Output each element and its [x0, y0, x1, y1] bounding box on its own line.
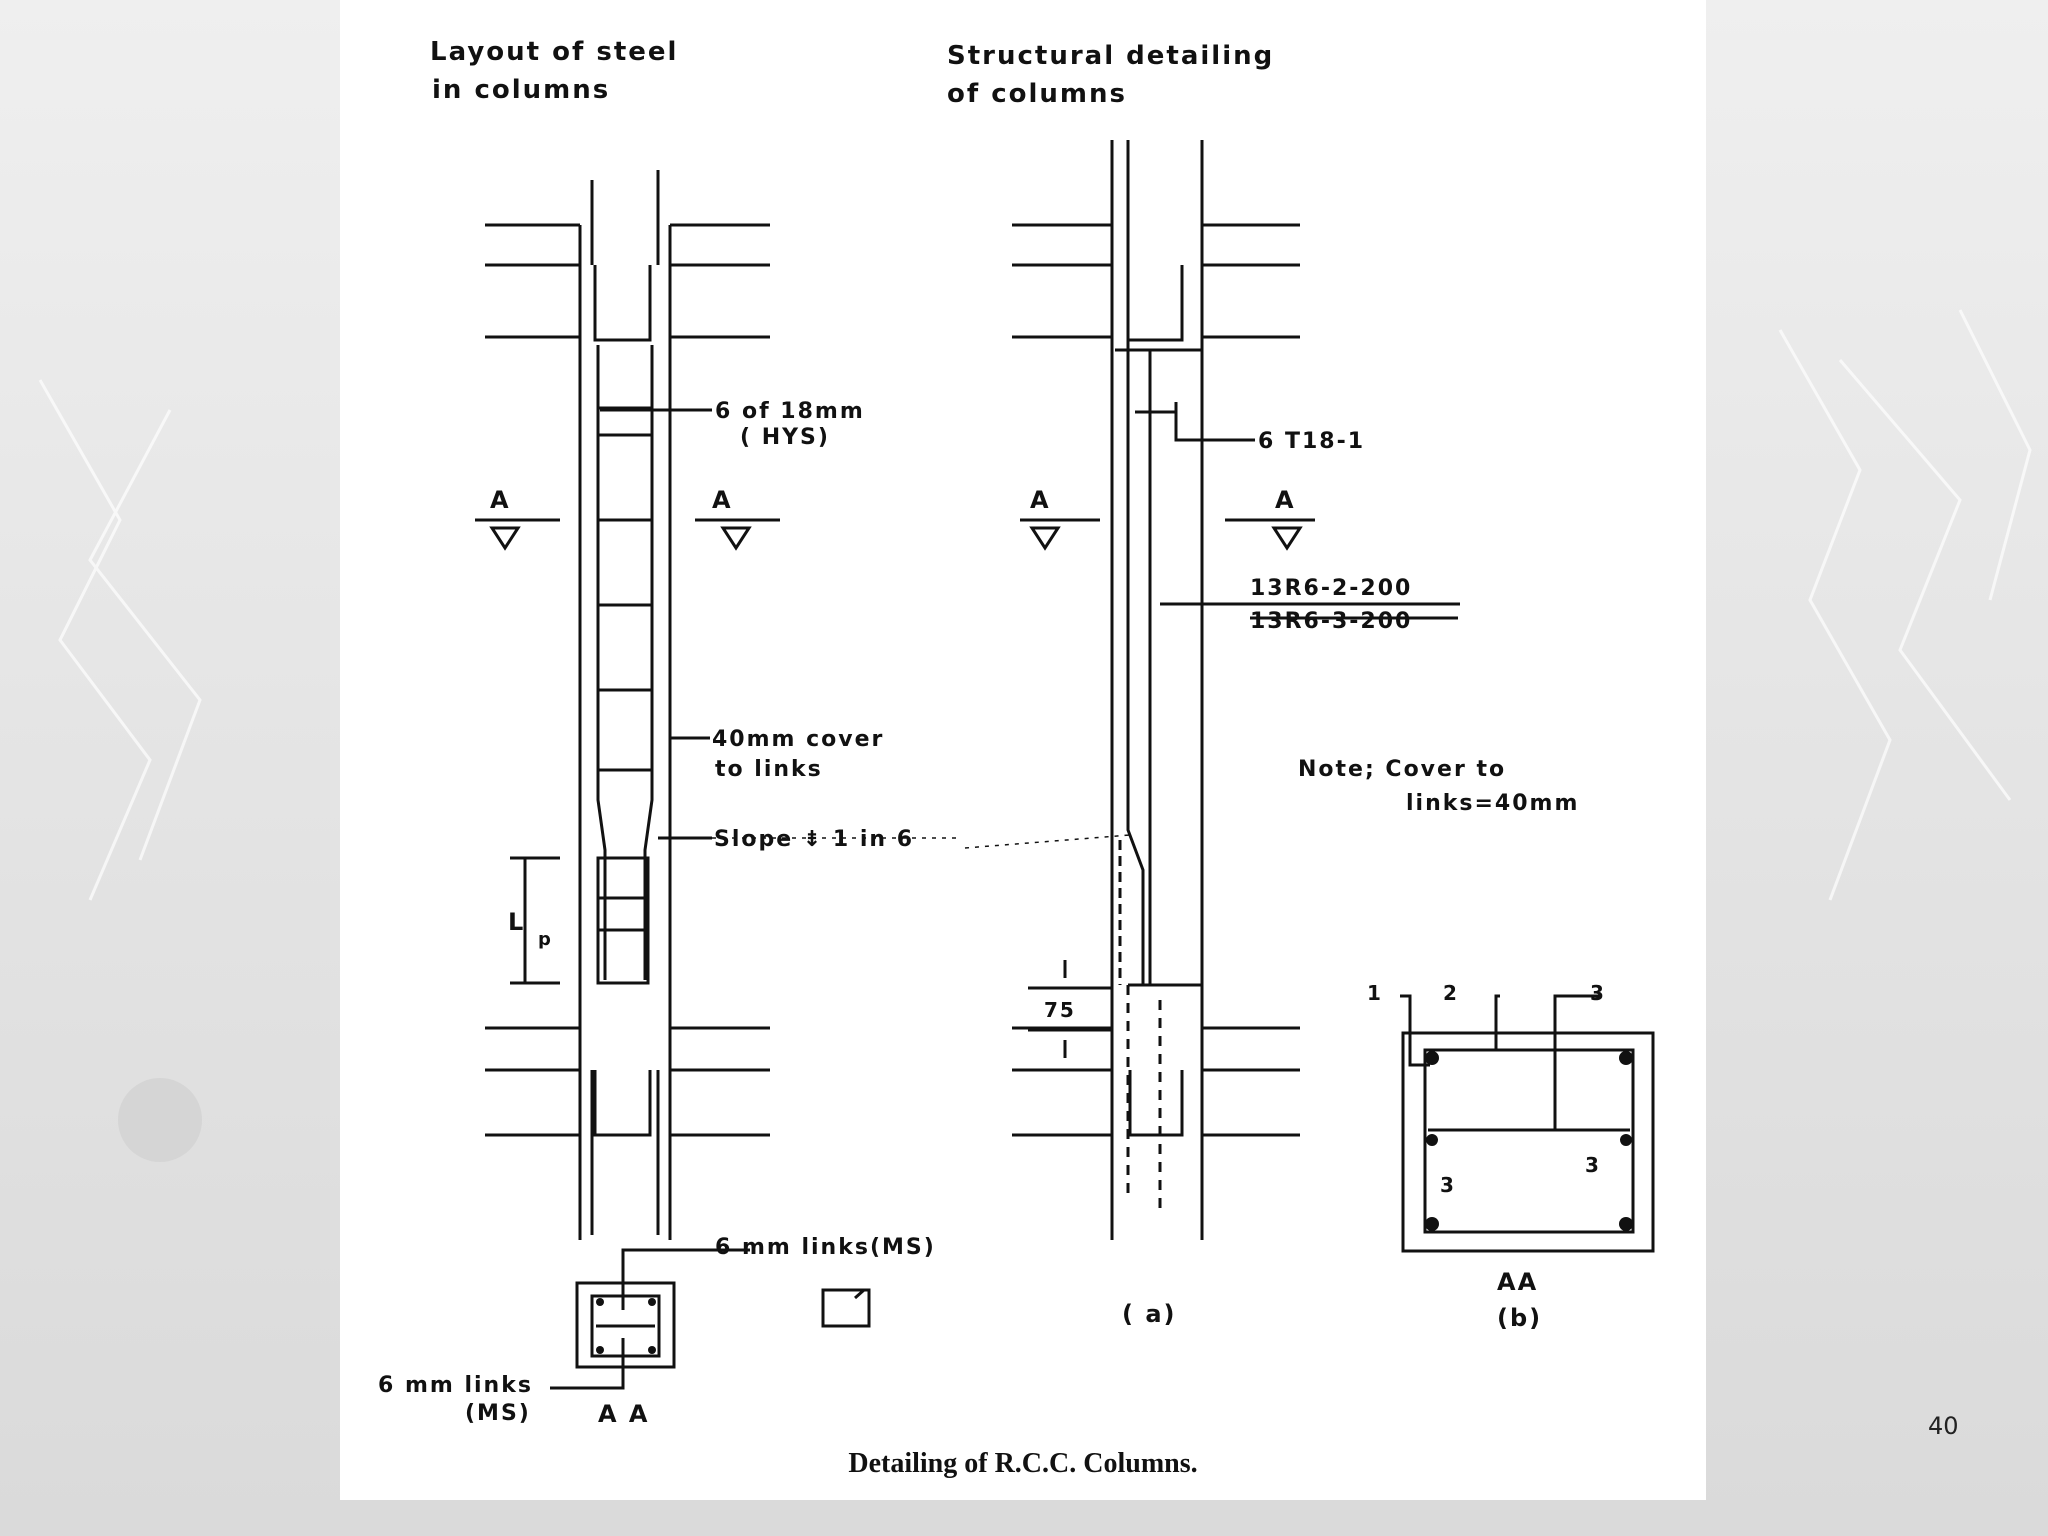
label-75: 75: [1044, 998, 1076, 1022]
right-title-line2: of columns: [947, 79, 1127, 109]
bar-number-3-right: 3: [1585, 1153, 1601, 1177]
bar-number-1: 1: [1367, 981, 1383, 1005]
label-links-bottom-2: (MS): [465, 1401, 531, 1426]
label-bar-mark: 6 T18-1: [1258, 429, 1365, 454]
left-title-line1: Layout of steel: [430, 37, 678, 67]
label-slope: Slope ⇟ 1 in 6: [714, 827, 914, 852]
left-column-elevation: [475, 170, 960, 1390]
label-lp-subscript: p: [538, 929, 553, 950]
section-mark-left-2: A: [712, 486, 733, 514]
section-b-corner-bars: [596, 1051, 1633, 1354]
note-line1: Note; Cover to: [1298, 757, 1506, 782]
right-title-line1: Structural detailing: [947, 41, 1274, 71]
rcc-column-drawing: Layout of steel in columns A A 6 of 18mm…: [378, 37, 1655, 1428]
left-title-line2: in columns: [432, 75, 610, 105]
section-mark-right-2: A: [1275, 486, 1296, 514]
label-main-bars: 6 of 18mm: [715, 399, 865, 424]
label-links-top: 6 mm links(MS): [715, 1235, 936, 1260]
left-section-caption: A A: [598, 1400, 650, 1428]
label-links-bottom: 6 mm links: [378, 1373, 533, 1398]
note-line2: links=40mm: [1406, 791, 1579, 816]
bar-number-3-top: 3: [1590, 981, 1606, 1005]
label-lp: L: [508, 908, 525, 936]
label-links-schedule-1: 13R6-2-200: [1250, 576, 1412, 601]
section-mark-left-1: A: [490, 486, 511, 514]
label-cover-2: to links: [715, 757, 823, 782]
label-links-schedule-2: 13R6-3-200: [1250, 609, 1412, 634]
right-column-elevation: [964, 140, 1655, 1253]
bar-number-3-left: 3: [1440, 1173, 1456, 1197]
label-main-bars-grade: ( HYS): [740, 425, 830, 450]
page-number: 40: [1928, 1412, 1959, 1440]
label-cover: 40mm cover: [712, 727, 884, 752]
bar-number-2: 2: [1443, 981, 1459, 1005]
drawing-sheet: Layout of steel in columns A A 6 of 18mm…: [340, 0, 1706, 1500]
section-mark-right-1: A: [1030, 486, 1051, 514]
view-label-b: (b): [1497, 1304, 1542, 1332]
view-label-a: ( a): [1122, 1300, 1177, 1328]
figure-caption: Detailing of R.C.C. Columns.: [848, 1448, 1198, 1479]
right-section-caption: AA: [1497, 1268, 1538, 1296]
